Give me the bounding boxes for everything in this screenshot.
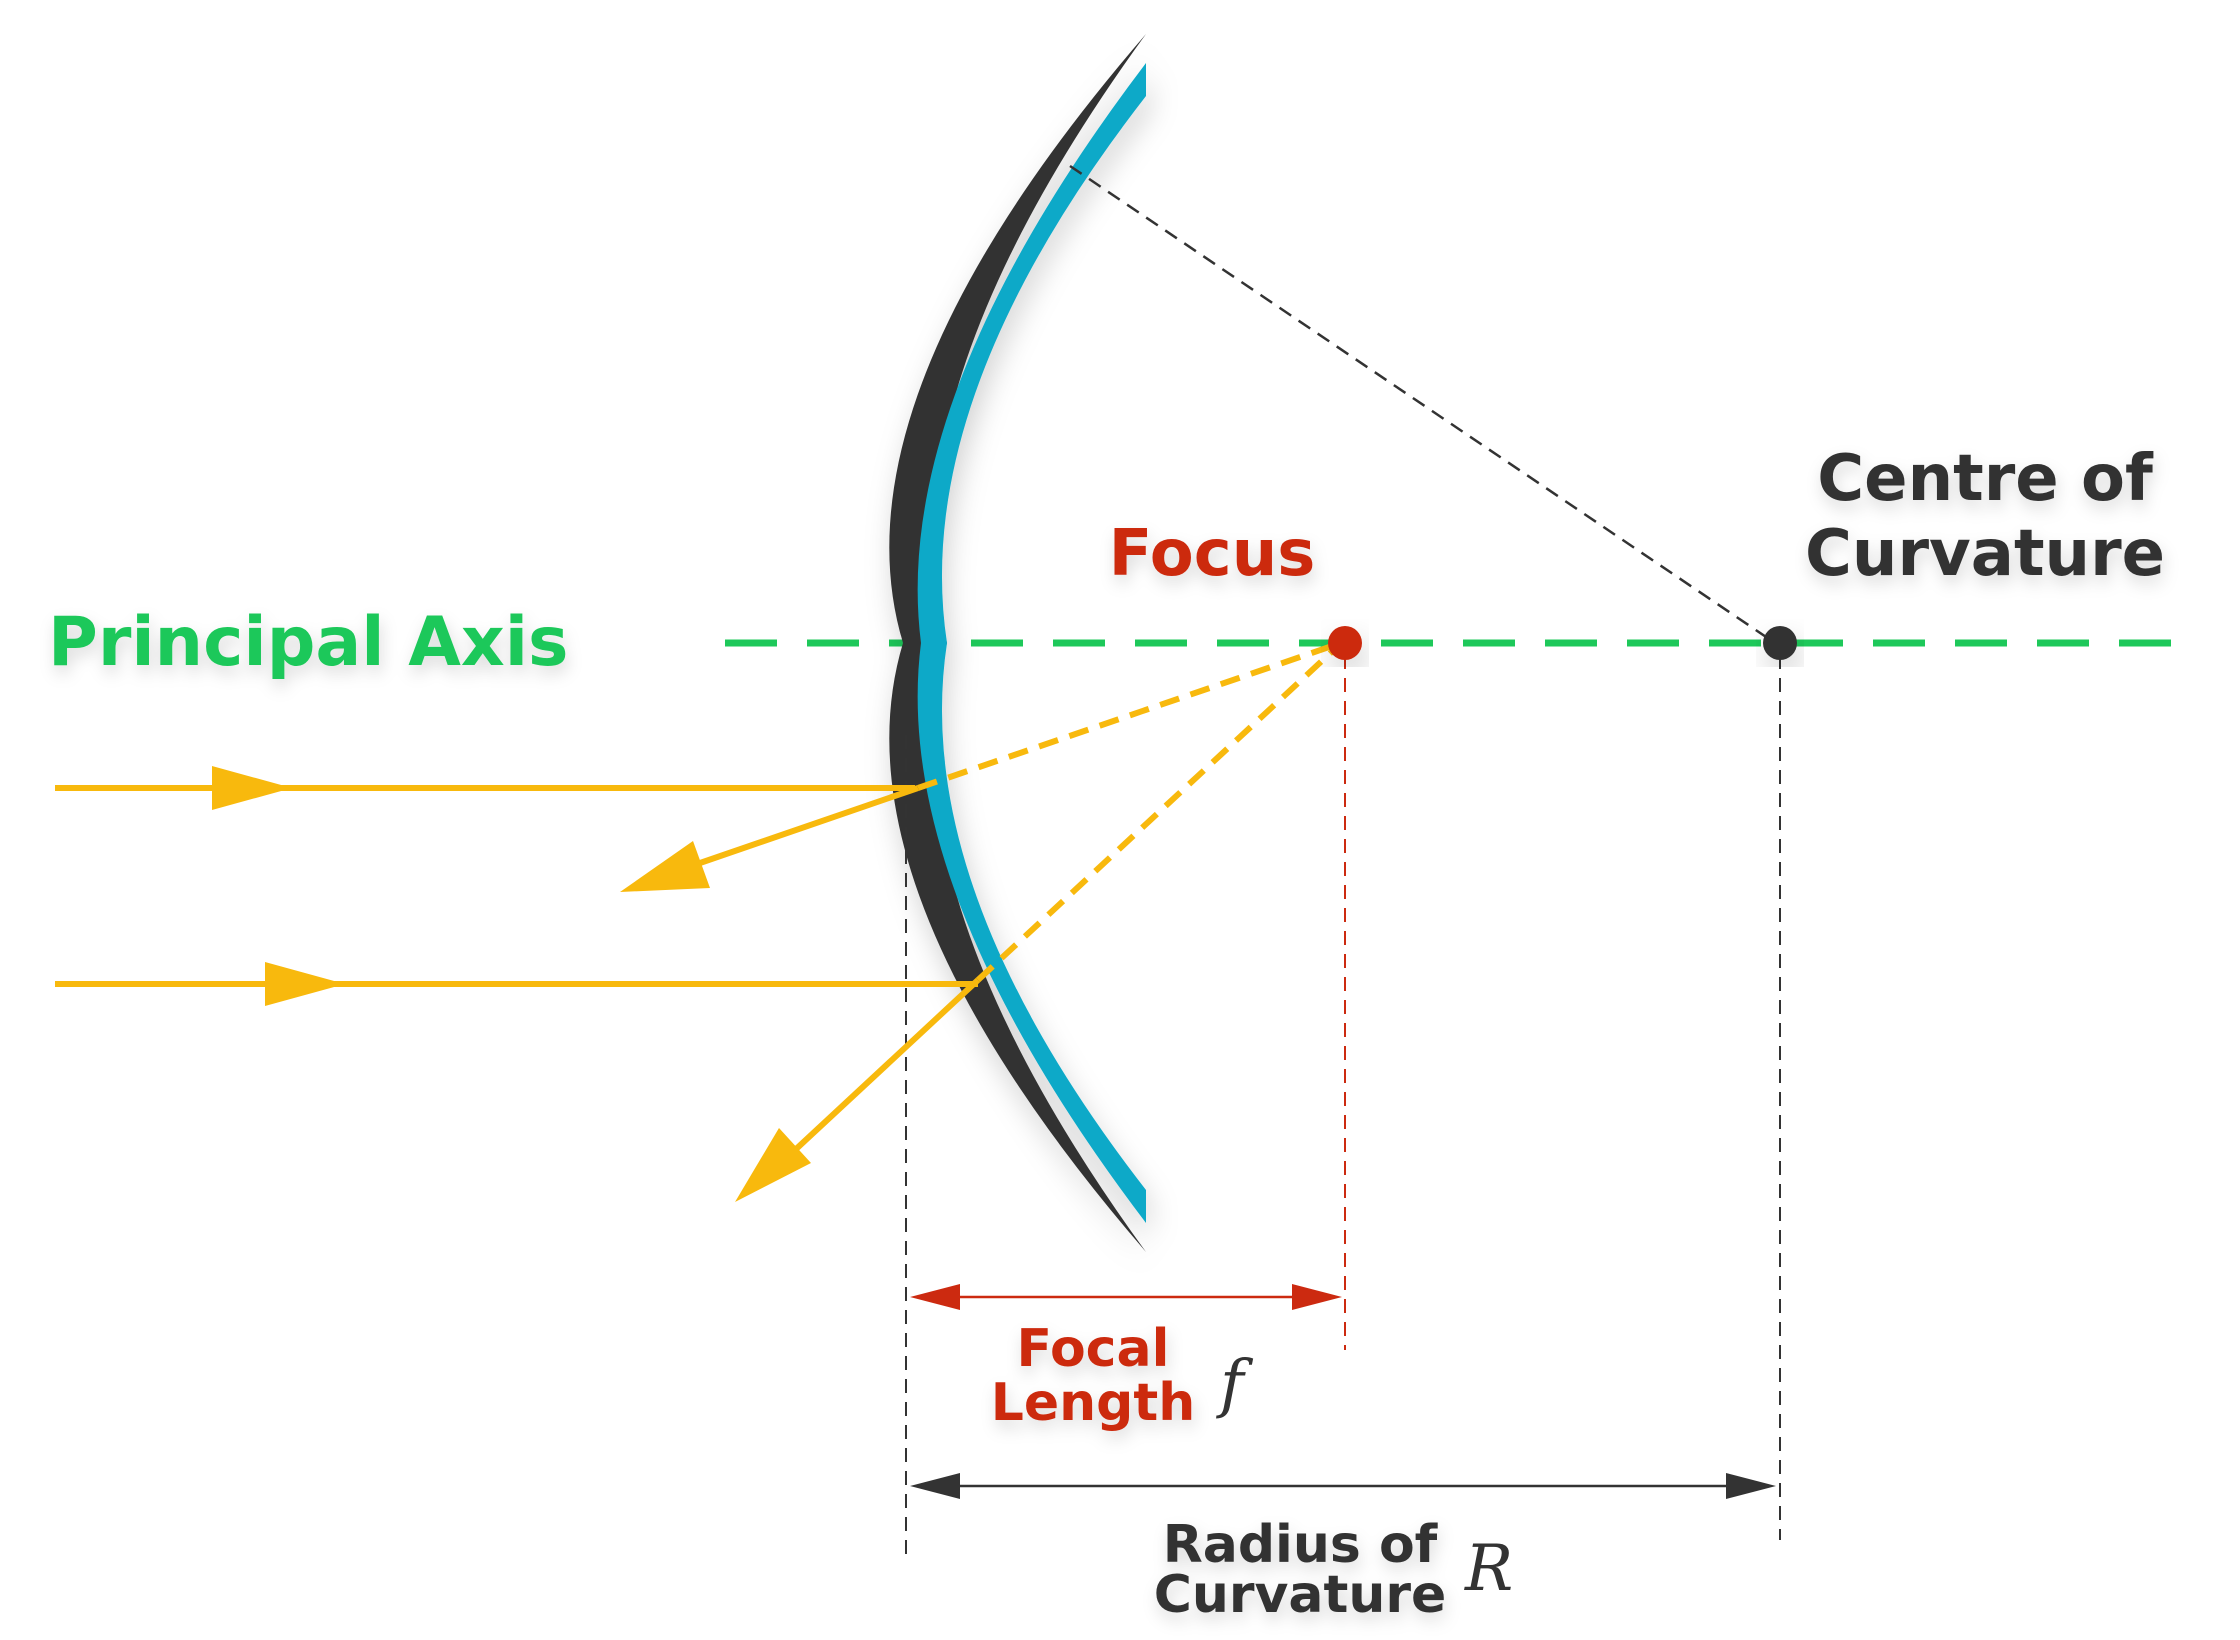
radius-guide-line	[1069, 164, 1776, 645]
focal-length-dimension	[910, 1284, 1342, 1310]
svg-text:Length: Length	[991, 1373, 1196, 1433]
centre-of-curvature-label: Centre of Curvature	[1805, 442, 2165, 591]
svg-text:Radius of: Radius of	[1163, 1515, 1439, 1575]
radius-symbol: R	[1464, 1532, 1513, 1606]
reflected-ray-2	[735, 977, 981, 1202]
svg-text:Curvature: Curvature	[1805, 517, 2165, 591]
incident-ray-1	[55, 766, 915, 810]
convex-mirror	[889, 34, 1146, 1252]
focal-length-symbol: f	[1216, 1347, 1254, 1421]
virtual-ray-1	[917, 641, 1339, 791]
principal-axis-label: Principal Axis	[48, 603, 569, 682]
focus-label: Focus	[1109, 517, 1316, 591]
svg-text:Curvature: Curvature	[1154, 1565, 1447, 1625]
svg-text:Centre of: Centre of	[1817, 442, 2154, 516]
mirror-back	[889, 34, 1146, 1252]
incident-ray-2	[55, 962, 978, 1006]
virtual-ray-2	[975, 643, 1341, 983]
centre-of-curvature-point	[1763, 626, 1797, 660]
focal-length-label: Focal Length	[991, 1319, 1196, 1433]
radius-dimension	[910, 1473, 1776, 1499]
focus-point	[1328, 626, 1362, 660]
reflected-ray-1	[620, 785, 919, 892]
svg-text:Focal: Focal	[1017, 1319, 1170, 1379]
mirror-face	[917, 63, 1146, 1223]
radius-of-curvature-label: Radius of Curvature	[1154, 1515, 1447, 1625]
